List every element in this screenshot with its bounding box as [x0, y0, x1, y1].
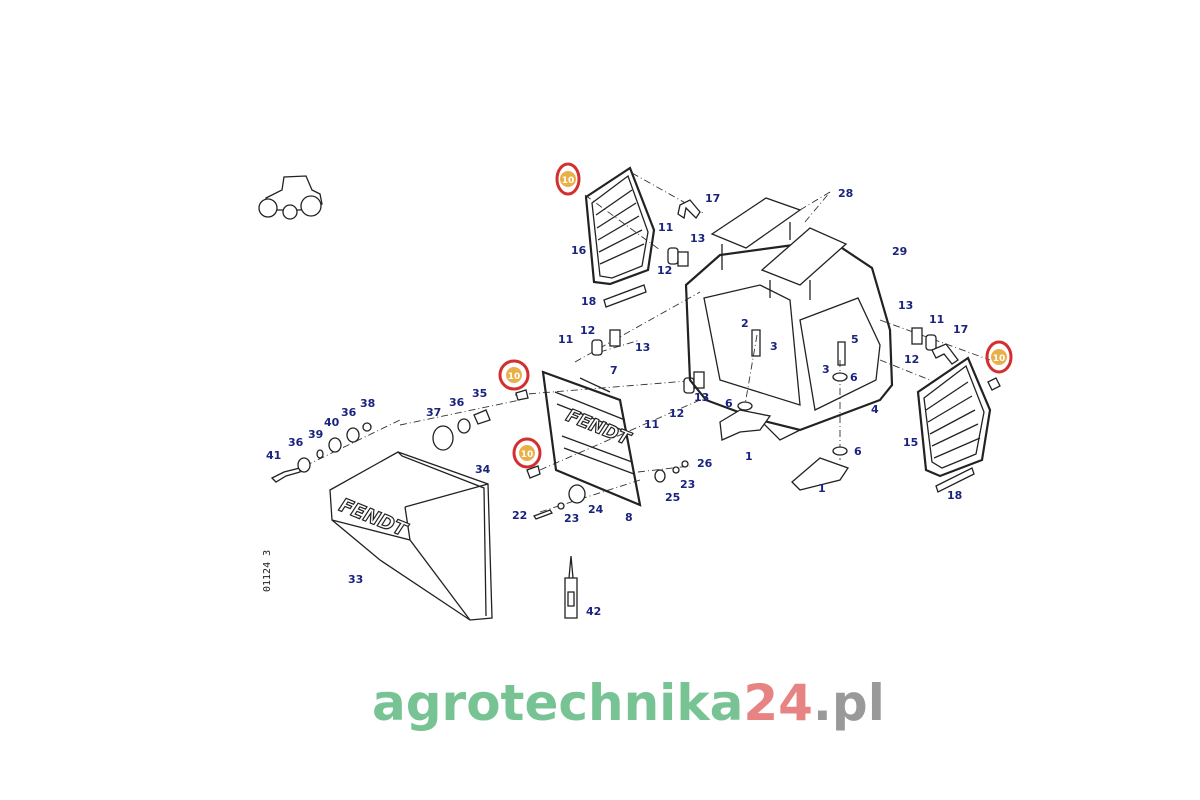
part-label[interactable]: 17: [705, 192, 720, 205]
badge-10[interactable]: 10: [555, 162, 581, 196]
part-label[interactable]: 24: [588, 503, 604, 516]
cab-frame: [684, 197, 894, 491]
part-label[interactable]: 36: [341, 406, 357, 419]
part-label[interactable]: 15: [903, 436, 918, 449]
part-label[interactable]: 12: [904, 353, 919, 366]
part-label[interactable]: 16: [571, 244, 587, 257]
part-label[interactable]: 18: [581, 295, 596, 308]
part-label[interactable]: 2: [741, 317, 749, 330]
part-label[interactable]: 11: [658, 221, 673, 234]
svg-text:10: 10: [508, 372, 521, 382]
badge-10[interactable]: 10: [985, 340, 1013, 374]
part-labels: 17 28 11 13 16 12 29 18 13 11 17 11 12 1…: [266, 187, 968, 618]
svg-text:10: 10: [562, 176, 575, 186]
part-label[interactable]: 38: [360, 397, 375, 410]
part-label[interactable]: 34: [475, 463, 491, 476]
part-label[interactable]: 13: [635, 341, 650, 354]
rear-window-15: [916, 356, 1001, 493]
part-label[interactable]: 6: [850, 371, 858, 384]
part-label[interactable]: 37: [426, 406, 441, 419]
part-label[interactable]: 7: [610, 364, 618, 377]
part-label[interactable]: 1: [818, 482, 826, 495]
part-label[interactable]: 35: [472, 387, 487, 400]
part-label[interactable]: 13: [694, 391, 709, 404]
tractor-icon: [258, 175, 323, 220]
svg-text:10: 10: [521, 450, 534, 460]
part-label[interactable]: 6: [854, 445, 862, 458]
part-label[interactable]: 36: [288, 436, 304, 449]
part-label[interactable]: 28: [838, 187, 853, 200]
plate-fendt-logo: FENDT: [563, 405, 634, 450]
part-label[interactable]: 13: [898, 299, 913, 312]
sealant-tube-42: [564, 555, 578, 619]
part-label[interactable]: 40: [324, 416, 340, 429]
part-label[interactable]: 39: [308, 428, 323, 441]
badge-10[interactable]: 10: [498, 359, 530, 391]
part-label[interactable]: 22: [512, 509, 527, 522]
part-label[interactable]: 41: [266, 449, 281, 462]
part-label[interactable]: 33: [348, 573, 363, 586]
svg-text:10: 10: [993, 354, 1006, 364]
part-label[interactable]: 26: [697, 457, 713, 470]
part-label[interactable]: 5: [851, 333, 859, 346]
part-label[interactable]: 23: [564, 512, 579, 525]
part-label[interactable]: 13: [690, 232, 705, 245]
hood-cover-33: FENDT: [329, 451, 493, 621]
part-label[interactable]: 3: [822, 363, 830, 376]
part-label[interactable]: 11: [558, 333, 573, 346]
part-label[interactable]: 42: [586, 605, 601, 618]
hinges: [591, 199, 959, 394]
part-label[interactable]: 3: [770, 340, 778, 353]
fasteners: [270, 389, 689, 520]
highlight-badges: 10 10 10 10: [498, 162, 1013, 469]
drawing-code: 01124 3: [262, 550, 273, 592]
part-label[interactable]: 29: [892, 245, 907, 258]
part-label[interactable]: 6: [725, 397, 733, 410]
part-label[interactable]: 12: [669, 407, 684, 420]
part-label[interactable]: 4: [871, 403, 879, 416]
part-label[interactable]: 18: [947, 489, 962, 502]
part-label[interactable]: 25: [665, 491, 680, 504]
watermark: agrotechnika24.pl: [372, 674, 885, 732]
part-label[interactable]: 12: [657, 264, 672, 277]
rear-window-16: [584, 166, 656, 308]
part-label[interactable]: 12: [580, 324, 595, 337]
part-label[interactable]: 8: [625, 511, 633, 524]
badge-10[interactable]: 10: [512, 437, 542, 469]
part-label[interactable]: 1: [745, 450, 753, 463]
part-label[interactable]: 36: [449, 396, 465, 409]
part-label[interactable]: 11: [929, 313, 944, 326]
part-label[interactable]: 23: [680, 478, 695, 491]
part-label[interactable]: 11: [644, 418, 659, 431]
part-label[interactable]: 17: [953, 323, 968, 336]
